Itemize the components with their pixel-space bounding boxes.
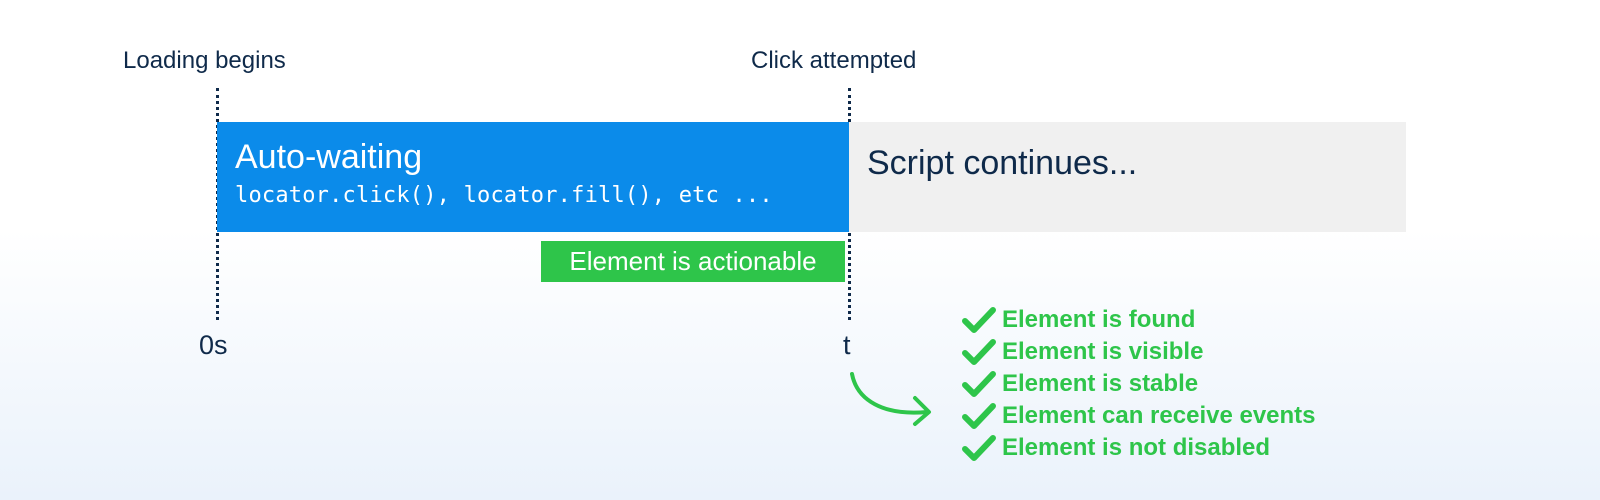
checkmark-icon [962, 403, 996, 429]
auto-waiting-title: Auto-waiting [235, 138, 423, 176]
checkmark-icon [962, 371, 996, 397]
auto-waiting-methods: locator.click(), locator.fill(), etc ... [235, 183, 773, 208]
auto-waiting-bar: Auto-waiting locator.click(), locator.fi… [217, 122, 849, 232]
click-attempted-label: Click attempted [751, 47, 917, 74]
script-continues-text: Script continues... [867, 144, 1138, 182]
axis-start-label: 0s [199, 330, 228, 360]
checklist-item-label: Element is visible [1002, 338, 1204, 365]
checkmark-icon [962, 435, 996, 461]
checklist-item-label: Element is found [1002, 306, 1196, 333]
checklist-item: Element can receive events [962, 400, 1316, 432]
axis-end-label: t [843, 330, 851, 360]
checklist-item-label: Element is not disabled [1002, 434, 1271, 461]
actionability-checklist: Element is found Element is visible Elem… [962, 304, 1316, 464]
curved-arrow-icon [850, 372, 931, 426]
script-continues-bar: Script continues... [849, 122, 1406, 232]
checklist-item: Element is visible [962, 336, 1316, 368]
checklist-item: Element is not disabled [962, 432, 1316, 464]
checklist-item-label: Element is stable [1002, 370, 1199, 397]
checkmark-icon [962, 339, 996, 365]
checkmark-icon [962, 307, 996, 333]
checklist-item-label: Element can receive events [1002, 402, 1316, 429]
checklist-item: Element is stable [962, 368, 1316, 400]
loading-begins-label: Loading begins [123, 47, 286, 74]
checklist-item: Element is found [962, 304, 1316, 336]
element-actionable-badge: Element is actionable [541, 241, 845, 282]
